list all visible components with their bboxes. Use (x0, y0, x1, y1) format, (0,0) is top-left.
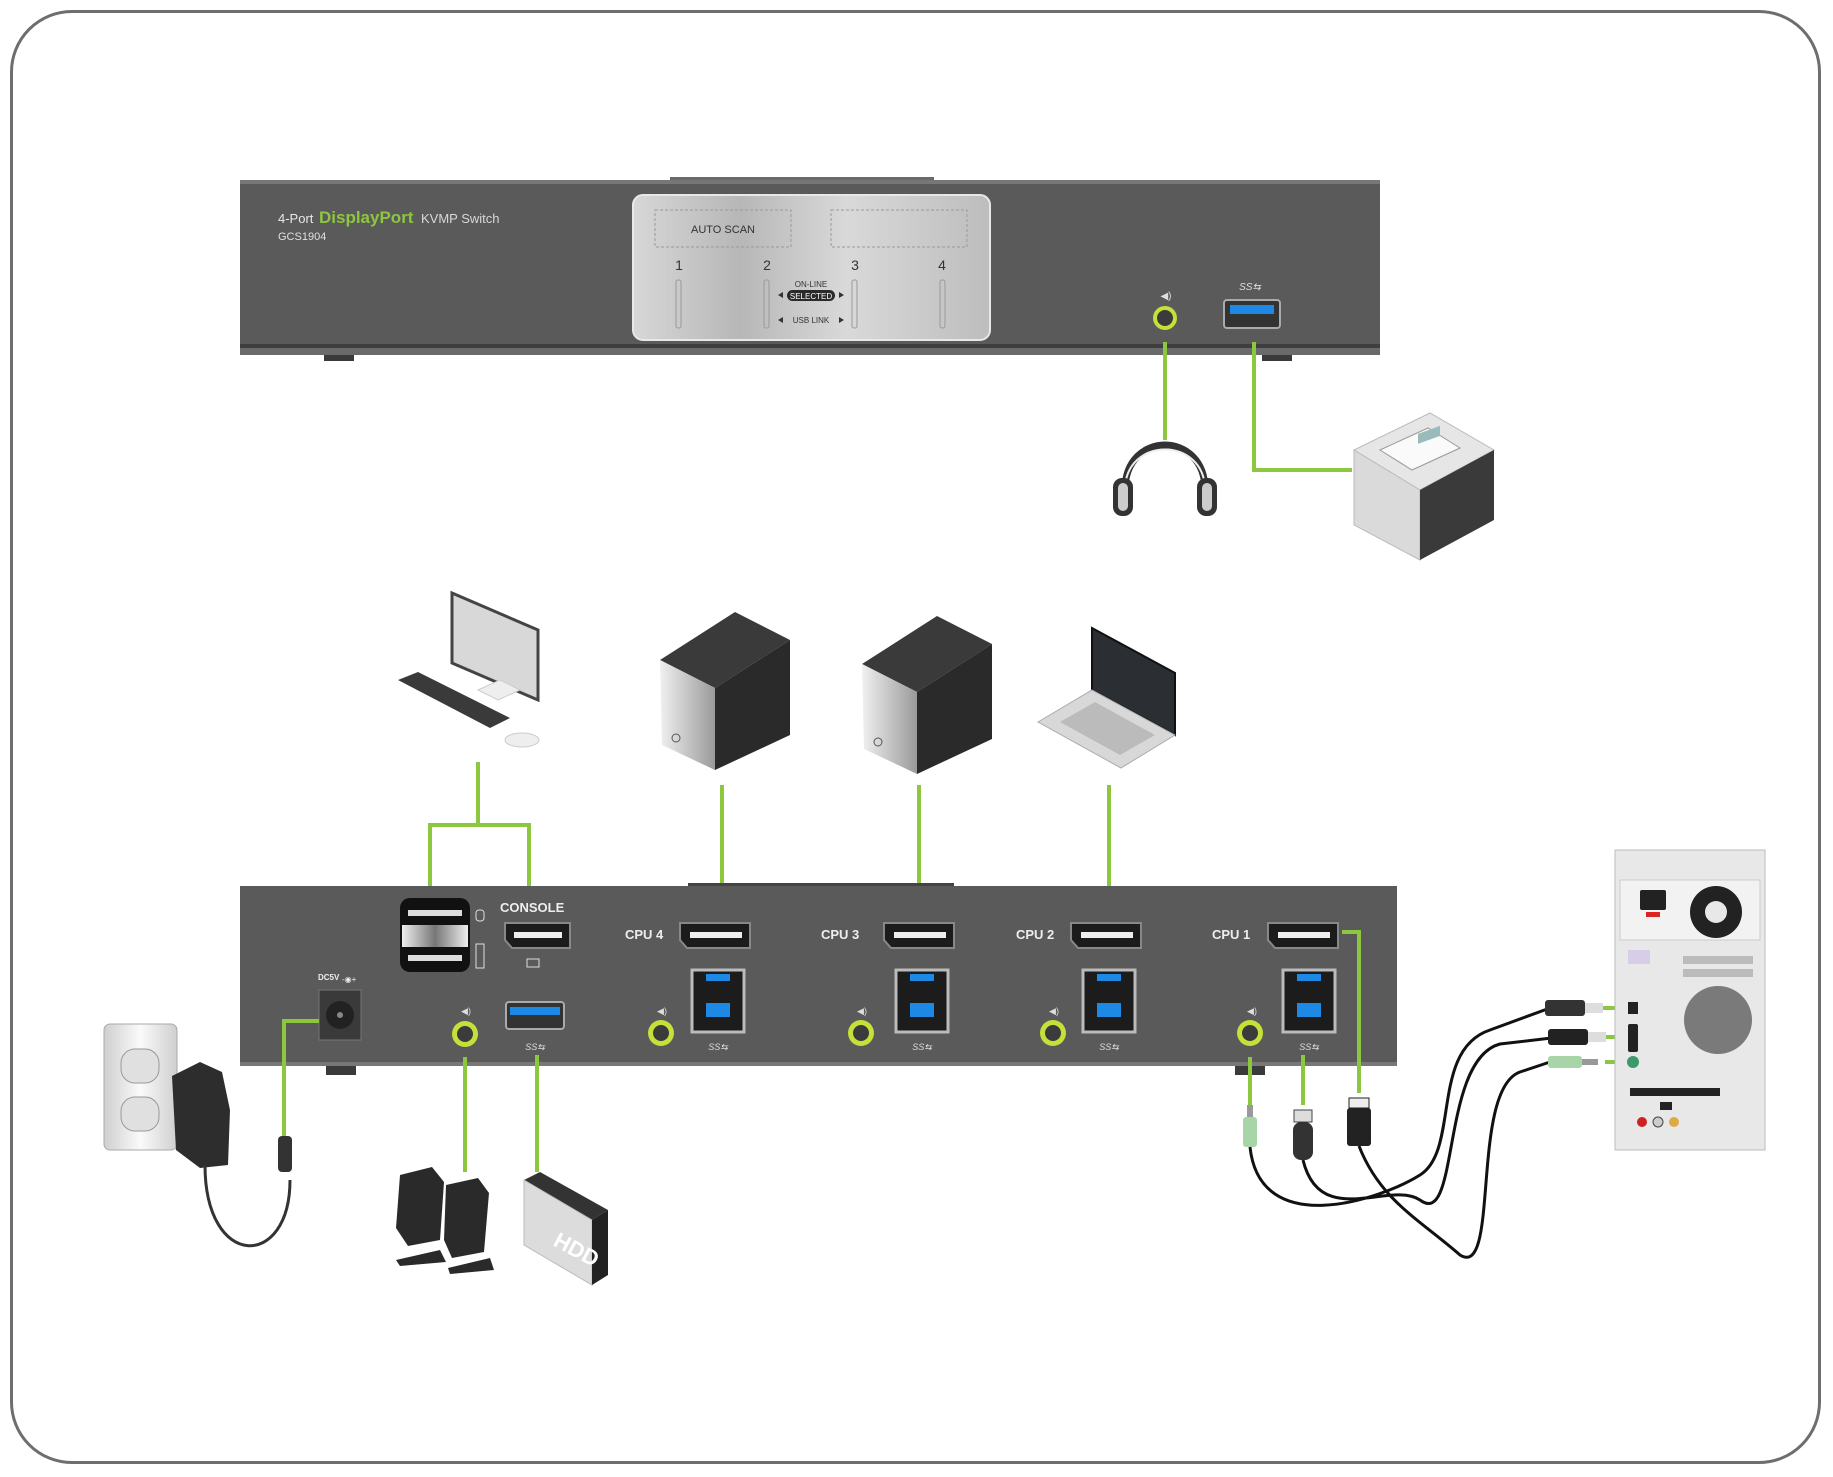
speaker-icon: ◀) (1247, 1006, 1257, 1016)
console-label: CONSOLE (500, 900, 565, 915)
polarity-icon: -◉+ (342, 975, 357, 984)
cpu1-displayport[interactable] (1267, 922, 1339, 949)
cpu4-displayport[interactable] (679, 922, 751, 949)
foot (1262, 355, 1292, 361)
cpu4-port-group: CPU 4 ◀) SS⇆ (625, 922, 751, 1052)
port-number-4: 4 (938, 257, 946, 273)
power-cable (282, 1019, 319, 1138)
power-jack[interactable] (318, 989, 362, 1041)
tower-pc-cpu4-icon (660, 612, 790, 770)
usb-ss-icon: SS⇆ (1299, 1042, 1320, 1052)
monitor-icon (526, 958, 540, 968)
product-title-suffix: KVMP Switch (421, 211, 500, 226)
tower-pc-rear-cpu1-icon (1614, 849, 1766, 1151)
cpu3-displayport[interactable] (883, 922, 955, 949)
keyboard-icon (475, 943, 485, 969)
dp-plug-icon (1348, 1097, 1370, 1109)
rear-panel: DC5V -◉+ CONSOLE ◀) (240, 883, 1397, 1075)
cpu1-label: CPU 1 (1212, 927, 1250, 942)
usb-ss-icon: SS⇆ (1239, 282, 1262, 293)
cpu1-usb3-b-port[interactable]: SS⇆ (1281, 968, 1337, 1052)
usb-ss-icon: SS⇆ (912, 1042, 933, 1052)
usb-ss-icon: SS⇆ (525, 1042, 546, 1052)
mouse-icon (475, 909, 485, 922)
rear-bottom-cables (282, 930, 1625, 1172)
cpu1-audio-port[interactable]: ◀) (1237, 1006, 1263, 1046)
cpu4-usb3-b-port[interactable]: SS⇆ (690, 968, 746, 1052)
monitor-icon (450, 590, 540, 703)
usb-b-plug-icon (1293, 1109, 1313, 1123)
cpu3-usb3-b-port[interactable]: SS⇆ (894, 968, 950, 1052)
speaker-icon: ◀) (657, 1006, 667, 1016)
mouse-icon (504, 732, 540, 748)
speaker-icon: ◀) (1049, 1006, 1059, 1016)
console-displayport[interactable] (504, 922, 571, 949)
usb-ss-icon: SS⇆ (1099, 1042, 1120, 1052)
product-title-prefix: 4-Port (278, 211, 314, 226)
keyboard-icon (398, 672, 510, 728)
port-number-3: 3 (851, 257, 859, 273)
speaker-icon: ◀) (857, 1006, 867, 1016)
console-audio-port[interactable]: ◀) (452, 1006, 478, 1047)
cpu1-port-group: CPU 1 ◀) SS⇆ (1212, 922, 1339, 1052)
cpu2-displayport[interactable] (1070, 922, 1142, 949)
front-panel: 4-Port DisplayPort KVMP Switch GCS1904 A… (240, 177, 1380, 361)
front-audio-port[interactable]: ◀) (1153, 291, 1177, 330)
port-led-1 (675, 279, 682, 329)
cpu2-label: CPU 2 (1016, 927, 1054, 942)
cpu3-audio-port[interactable]: ◀) (848, 1006, 874, 1046)
console-dp-cable (478, 823, 531, 888)
printer-cable (1252, 342, 1352, 472)
port-led-2 (763, 279, 770, 329)
front-cables (1163, 342, 1352, 472)
speakers-icon (396, 1167, 494, 1274)
usb-link-label: USB LINK (793, 316, 830, 325)
speaker-icon: ◀) (461, 1006, 471, 1016)
cpu1-dp-cable (1342, 930, 1361, 1093)
cpu4-audio-port[interactable]: ◀) (648, 1006, 674, 1046)
online-label: ON-LINE (795, 280, 827, 289)
port-led-3 (851, 279, 858, 329)
power-adapter-icon (172, 1062, 292, 1248)
product-title-brand: DisplayPort (319, 208, 414, 227)
foot (324, 355, 354, 361)
control-panel (632, 194, 991, 341)
cpu2-usb3-b-port[interactable]: SS⇆ (1081, 968, 1137, 1052)
port-number-1: 1 (675, 257, 683, 273)
hdd-icon: HDD (523, 1172, 608, 1286)
auto-scan-label: AUTO SCAN (691, 224, 755, 236)
console-usb-ports[interactable] (400, 898, 470, 972)
cpu1-cable-bundle (1243, 1000, 1606, 1259)
auto-scan-button[interactable] (654, 209, 792, 248)
front-usb3-port[interactable]: SS⇆ (1223, 282, 1281, 329)
monitor-keyboard-mouse-icon (398, 590, 540, 748)
cpu4-label: CPU 4 (625, 927, 664, 942)
port-led-4 (939, 279, 946, 329)
console-usb-cable (428, 762, 480, 888)
tower-pc-cpu3-icon (862, 616, 992, 774)
foot (326, 1066, 356, 1075)
printer-icon (1352, 412, 1496, 561)
cpu2-audio-port[interactable]: ◀) (1040, 1006, 1066, 1046)
port-number-2: 2 (763, 257, 771, 273)
cpu2-port-group: CPU 2 ◀) SS⇆ (1016, 922, 1142, 1052)
cpu3-port-group: CPU 3 ◀) SS⇆ (821, 922, 955, 1052)
speaker-icon: ◀) (1160, 291, 1171, 302)
console-usb3-port[interactable]: SS⇆ (505, 1001, 565, 1052)
selected-label: SELECTED (790, 292, 832, 301)
laptop-cpu2-icon (1036, 626, 1177, 769)
audio-plug-icon (1247, 1105, 1253, 1117)
cpu3-label: CPU 3 (821, 927, 859, 942)
port-button-group[interactable] (830, 209, 968, 248)
usb-ss-icon: SS⇆ (708, 1042, 729, 1052)
dc5v-label: DC5V (318, 973, 340, 982)
headphones-icon (1113, 441, 1217, 516)
wall-outlet-icon (103, 1023, 178, 1151)
model-number: GCS1904 (278, 231, 326, 243)
